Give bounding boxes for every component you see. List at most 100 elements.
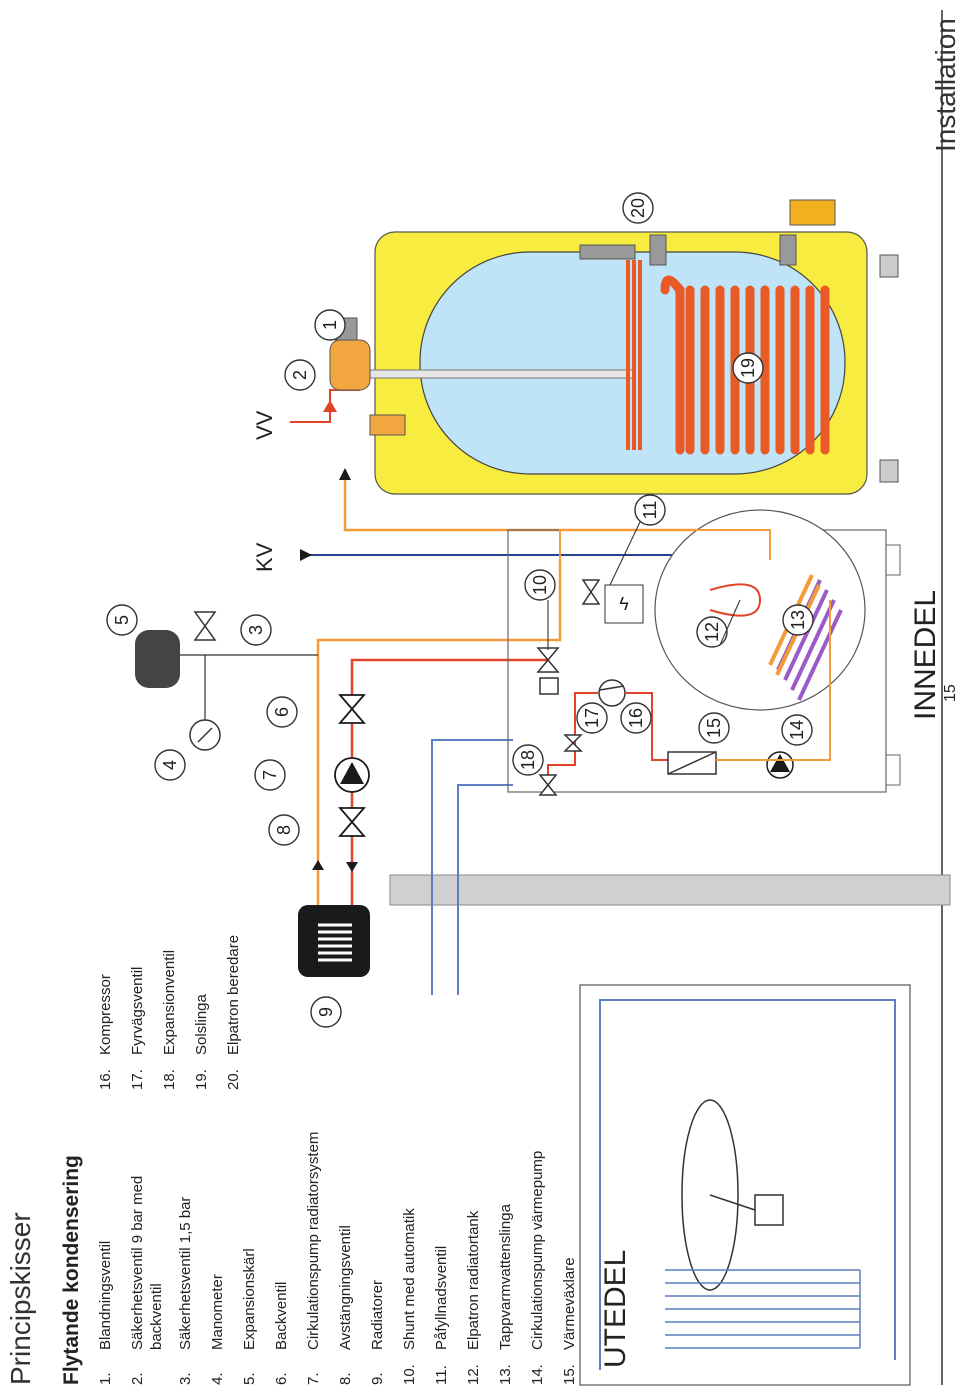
- callout-20: 20: [628, 198, 648, 218]
- callout-18: 18: [518, 750, 538, 770]
- callout-labels: 1 2 3 4 5 6 7 8 9 10 11 12 13 14 15 16 1…: [112, 198, 808, 1017]
- outdoor-unit-casing: [579, 984, 911, 1386]
- indoor-unit-label: INNEDEL: [909, 590, 942, 720]
- legend-num: 2.: [129, 1372, 146, 1385]
- section-title-installation: Installation: [930, 18, 960, 152]
- expansion-vessel-icon: [135, 630, 180, 688]
- legend-text: Kompressor: [97, 974, 114, 1055]
- callout-13: 13: [788, 610, 808, 630]
- legend-num: 6.: [273, 1372, 290, 1385]
- callout-12: 12: [702, 622, 722, 642]
- element-icon: [626, 260, 642, 450]
- outdoor-unit-label: UTEDEL: [599, 1250, 632, 1368]
- legend-num: 12.: [465, 1364, 482, 1385]
- callout-8: 8: [274, 825, 294, 835]
- safety-valve-icon: [193, 611, 217, 641]
- legend-text: Fyrvägsventil: [129, 967, 146, 1055]
- legend-num: 11.: [433, 1365, 450, 1385]
- evaporator-coil: [665, 1269, 861, 1349]
- callout-3: 3: [246, 625, 266, 635]
- expansion-valve-icon: [538, 774, 558, 796]
- legend-num: 3.: [177, 1372, 194, 1385]
- legend-num: 7.: [305, 1372, 322, 1385]
- legend-text: Påfyllnadsventil: [433, 1246, 450, 1350]
- legend-text: Cirkulationspump värmepump: [529, 1151, 546, 1350]
- legend-num: 1.: [97, 1372, 114, 1385]
- section-title-principskisser: Principskisser: [5, 1212, 36, 1385]
- legend-num: 5.: [241, 1372, 258, 1385]
- callout-10: 10: [530, 575, 550, 595]
- legend-text: Radiatorer: [369, 1280, 386, 1350]
- gate-valve-icon: [338, 694, 366, 724]
- legend-num: 19.: [193, 1069, 210, 1090]
- legend-num: 17.: [129, 1069, 146, 1090]
- pump-icon: [766, 751, 794, 779]
- hot-water-label: VV: [252, 410, 277, 440]
- callout-15: 15: [704, 718, 724, 738]
- callout-1: 1: [320, 320, 340, 330]
- legend-text: Manometer: [209, 1274, 226, 1350]
- radiator-circuit: [298, 560, 562, 977]
- fan-icon: [681, 1099, 784, 1291]
- water-heater-tank: [329, 199, 899, 495]
- legend-num: 10.: [401, 1364, 418, 1385]
- fill-valve-icon: [581, 579, 601, 605]
- pump-icon: [334, 757, 370, 793]
- legend-num: 20.: [225, 1069, 242, 1090]
- callouts: [106, 192, 814, 1028]
- legend-text: Blandningsventil: [97, 1241, 114, 1350]
- callout-14: 14: [787, 720, 807, 740]
- legend-text: Shunt med automatik: [401, 1208, 418, 1350]
- callout-19: 19: [738, 358, 758, 378]
- callout-7: 7: [260, 770, 280, 780]
- legend-text: Avstängningsventil: [337, 1225, 354, 1350]
- legend-text-continued: backventil: [148, 1283, 165, 1350]
- refrigerant-line-2: [457, 784, 513, 995]
- legend-text: Expansionventil: [161, 950, 178, 1055]
- refrigerant-line-1: [431, 739, 513, 995]
- legend-text: Säkerhetsventil 9 bar med: [129, 1176, 146, 1350]
- legend-num: 9.: [369, 1372, 386, 1385]
- legend-num: 14.: [529, 1364, 546, 1385]
- compressor-icon: [598, 679, 626, 707]
- callout-17: 17: [582, 708, 602, 728]
- legend-num: 15.: [561, 1364, 578, 1385]
- legend-text: Backventil: [273, 1282, 290, 1350]
- page-number: 15: [942, 684, 959, 702]
- legend-text: Värmeväxlare: [561, 1257, 578, 1350]
- legend-text: Elpatron radiatortank: [465, 1210, 482, 1350]
- legend-text: Säkerhetsventil 1,5 bar: [177, 1197, 194, 1350]
- callout-4: 4: [160, 760, 180, 770]
- callout-9: 9: [316, 1007, 336, 1017]
- svg-text:ϟ: ϟ: [619, 594, 629, 614]
- legend-num: 4.: [209, 1372, 226, 1385]
- building-wall: [389, 874, 951, 906]
- legend-text: Tappvarmvattenslinga: [497, 1203, 514, 1350]
- gate-valve-icon: [338, 807, 366, 837]
- legend-text: Cirkulationspump radiatorsystem: [305, 1132, 322, 1350]
- leader-lines: [547, 521, 741, 650]
- legend-num: 16.: [97, 1069, 114, 1090]
- legend-text: Expansionskärl: [241, 1248, 258, 1350]
- four-way-valve-icon: [563, 734, 583, 752]
- callout-5: 5: [112, 615, 132, 625]
- refrigerant-pipe: [599, 999, 896, 1370]
- callout-11: 11: [640, 501, 660, 520]
- legend-text: Elpatron beredare: [225, 935, 242, 1055]
- heat-exchanger-icon: [667, 751, 717, 775]
- outdoor-unit: UTEDEL: [579, 984, 911, 1386]
- cold-water-label: KV: [252, 542, 277, 572]
- legend-num: 18.: [161, 1069, 178, 1090]
- legend-num: 8.: [337, 1372, 354, 1385]
- expansion-system: [135, 611, 318, 751]
- legend-num: 13.: [497, 1364, 514, 1385]
- shunt-valve-icon: [536, 647, 560, 695]
- manometer-icon: [189, 719, 221, 751]
- callout-2: 2: [290, 370, 310, 380]
- radiator-icon: [298, 905, 370, 977]
- legend-left: 1. Blandningsventil 2. Säkerhetsventil 9…: [97, 1132, 578, 1385]
- legend-text: Solslinga: [193, 993, 210, 1055]
- callout-6: 6: [272, 707, 292, 717]
- legend-right: 16. Kompressor 17. Fyrvägsventil 18. Exp…: [97, 935, 242, 1090]
